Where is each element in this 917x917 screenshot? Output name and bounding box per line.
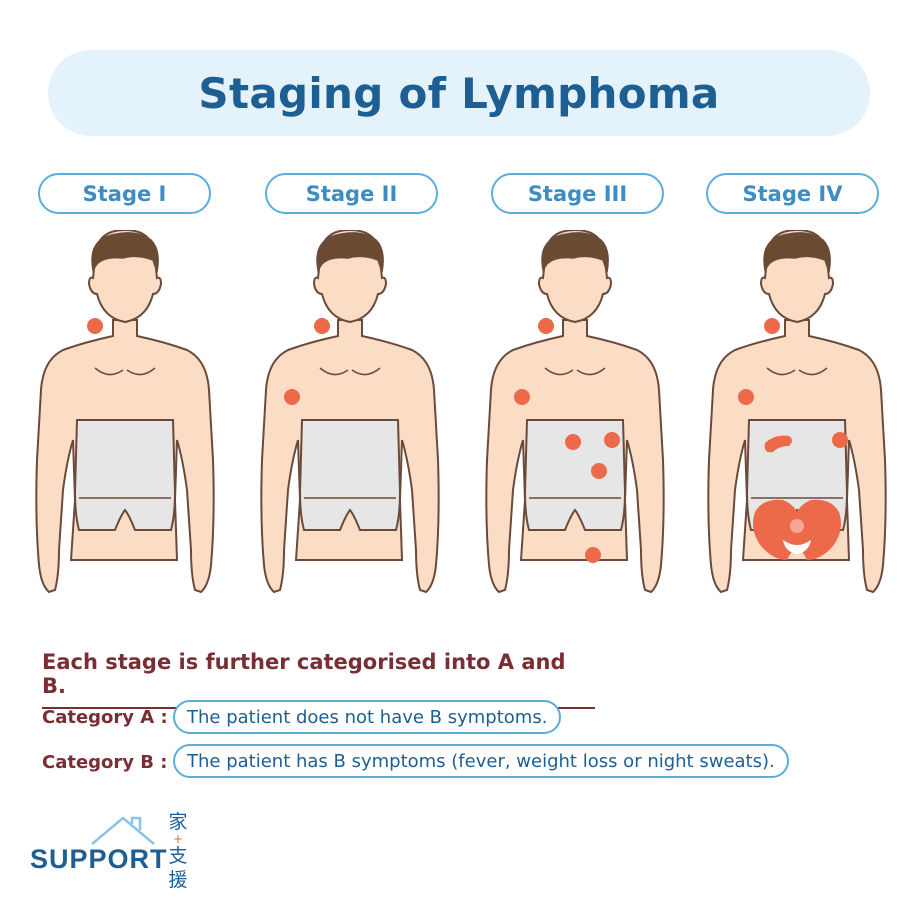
logo-cjk-char-2: 支 <box>168 845 188 867</box>
lesion-mark <box>591 463 607 479</box>
stage-2-label: Stage II <box>265 173 438 214</box>
lesion-mark <box>514 389 530 405</box>
plus-icon: + <box>172 832 184 846</box>
category-a-description: The patient does not have B symptoms. <box>173 700 562 734</box>
spleen-lesion <box>764 435 792 453</box>
stage-4-label: Stage IV <box>706 173 879 214</box>
category-a-label: Category A : <box>42 707 168 728</box>
logo-wordmark: SUPPORT <box>30 844 168 874</box>
lesion-mark <box>284 389 300 405</box>
logo-cjk-char-3: 援 <box>168 869 188 891</box>
body-illustration-stage-2 <box>260 230 440 594</box>
lesion-mark <box>832 432 848 448</box>
lesion-mark <box>738 389 754 405</box>
category-b-label: Category B : <box>42 752 168 773</box>
figure-stage-2 <box>250 230 450 625</box>
lesion-mark <box>565 434 581 450</box>
lesion-mark <box>538 318 554 334</box>
body-illustration-stage-1 <box>35 230 215 594</box>
title-banner: Staging of Lymphoma <box>48 50 870 136</box>
stage-1-label: Stage I <box>38 173 211 214</box>
page-title: Staging of Lymphoma <box>198 68 720 118</box>
lesion-mark <box>87 318 103 334</box>
lesion-mark <box>764 318 780 334</box>
category-b-description: The patient has B symptoms (fever, weigh… <box>173 744 789 778</box>
lesion-mark <box>314 318 330 334</box>
figure-stage-1 <box>25 230 225 625</box>
lesion-mark <box>604 432 620 448</box>
stage-3-label: Stage III <box>491 173 664 214</box>
lesion-mark <box>585 547 601 563</box>
logo-cjk-text: 家 + 支 援 <box>167 810 189 892</box>
body-illustration-stage-3 <box>485 230 665 594</box>
figure-stage-3 <box>475 230 675 625</box>
support-logo: SUPPORT 家 + 支 援 <box>28 810 198 892</box>
body-illustration-stage-4 <box>707 230 887 594</box>
house-icon <box>91 816 155 845</box>
logo-cjk-char-1: 家 <box>168 811 188 833</box>
figure-stage-4 <box>697 230 897 625</box>
